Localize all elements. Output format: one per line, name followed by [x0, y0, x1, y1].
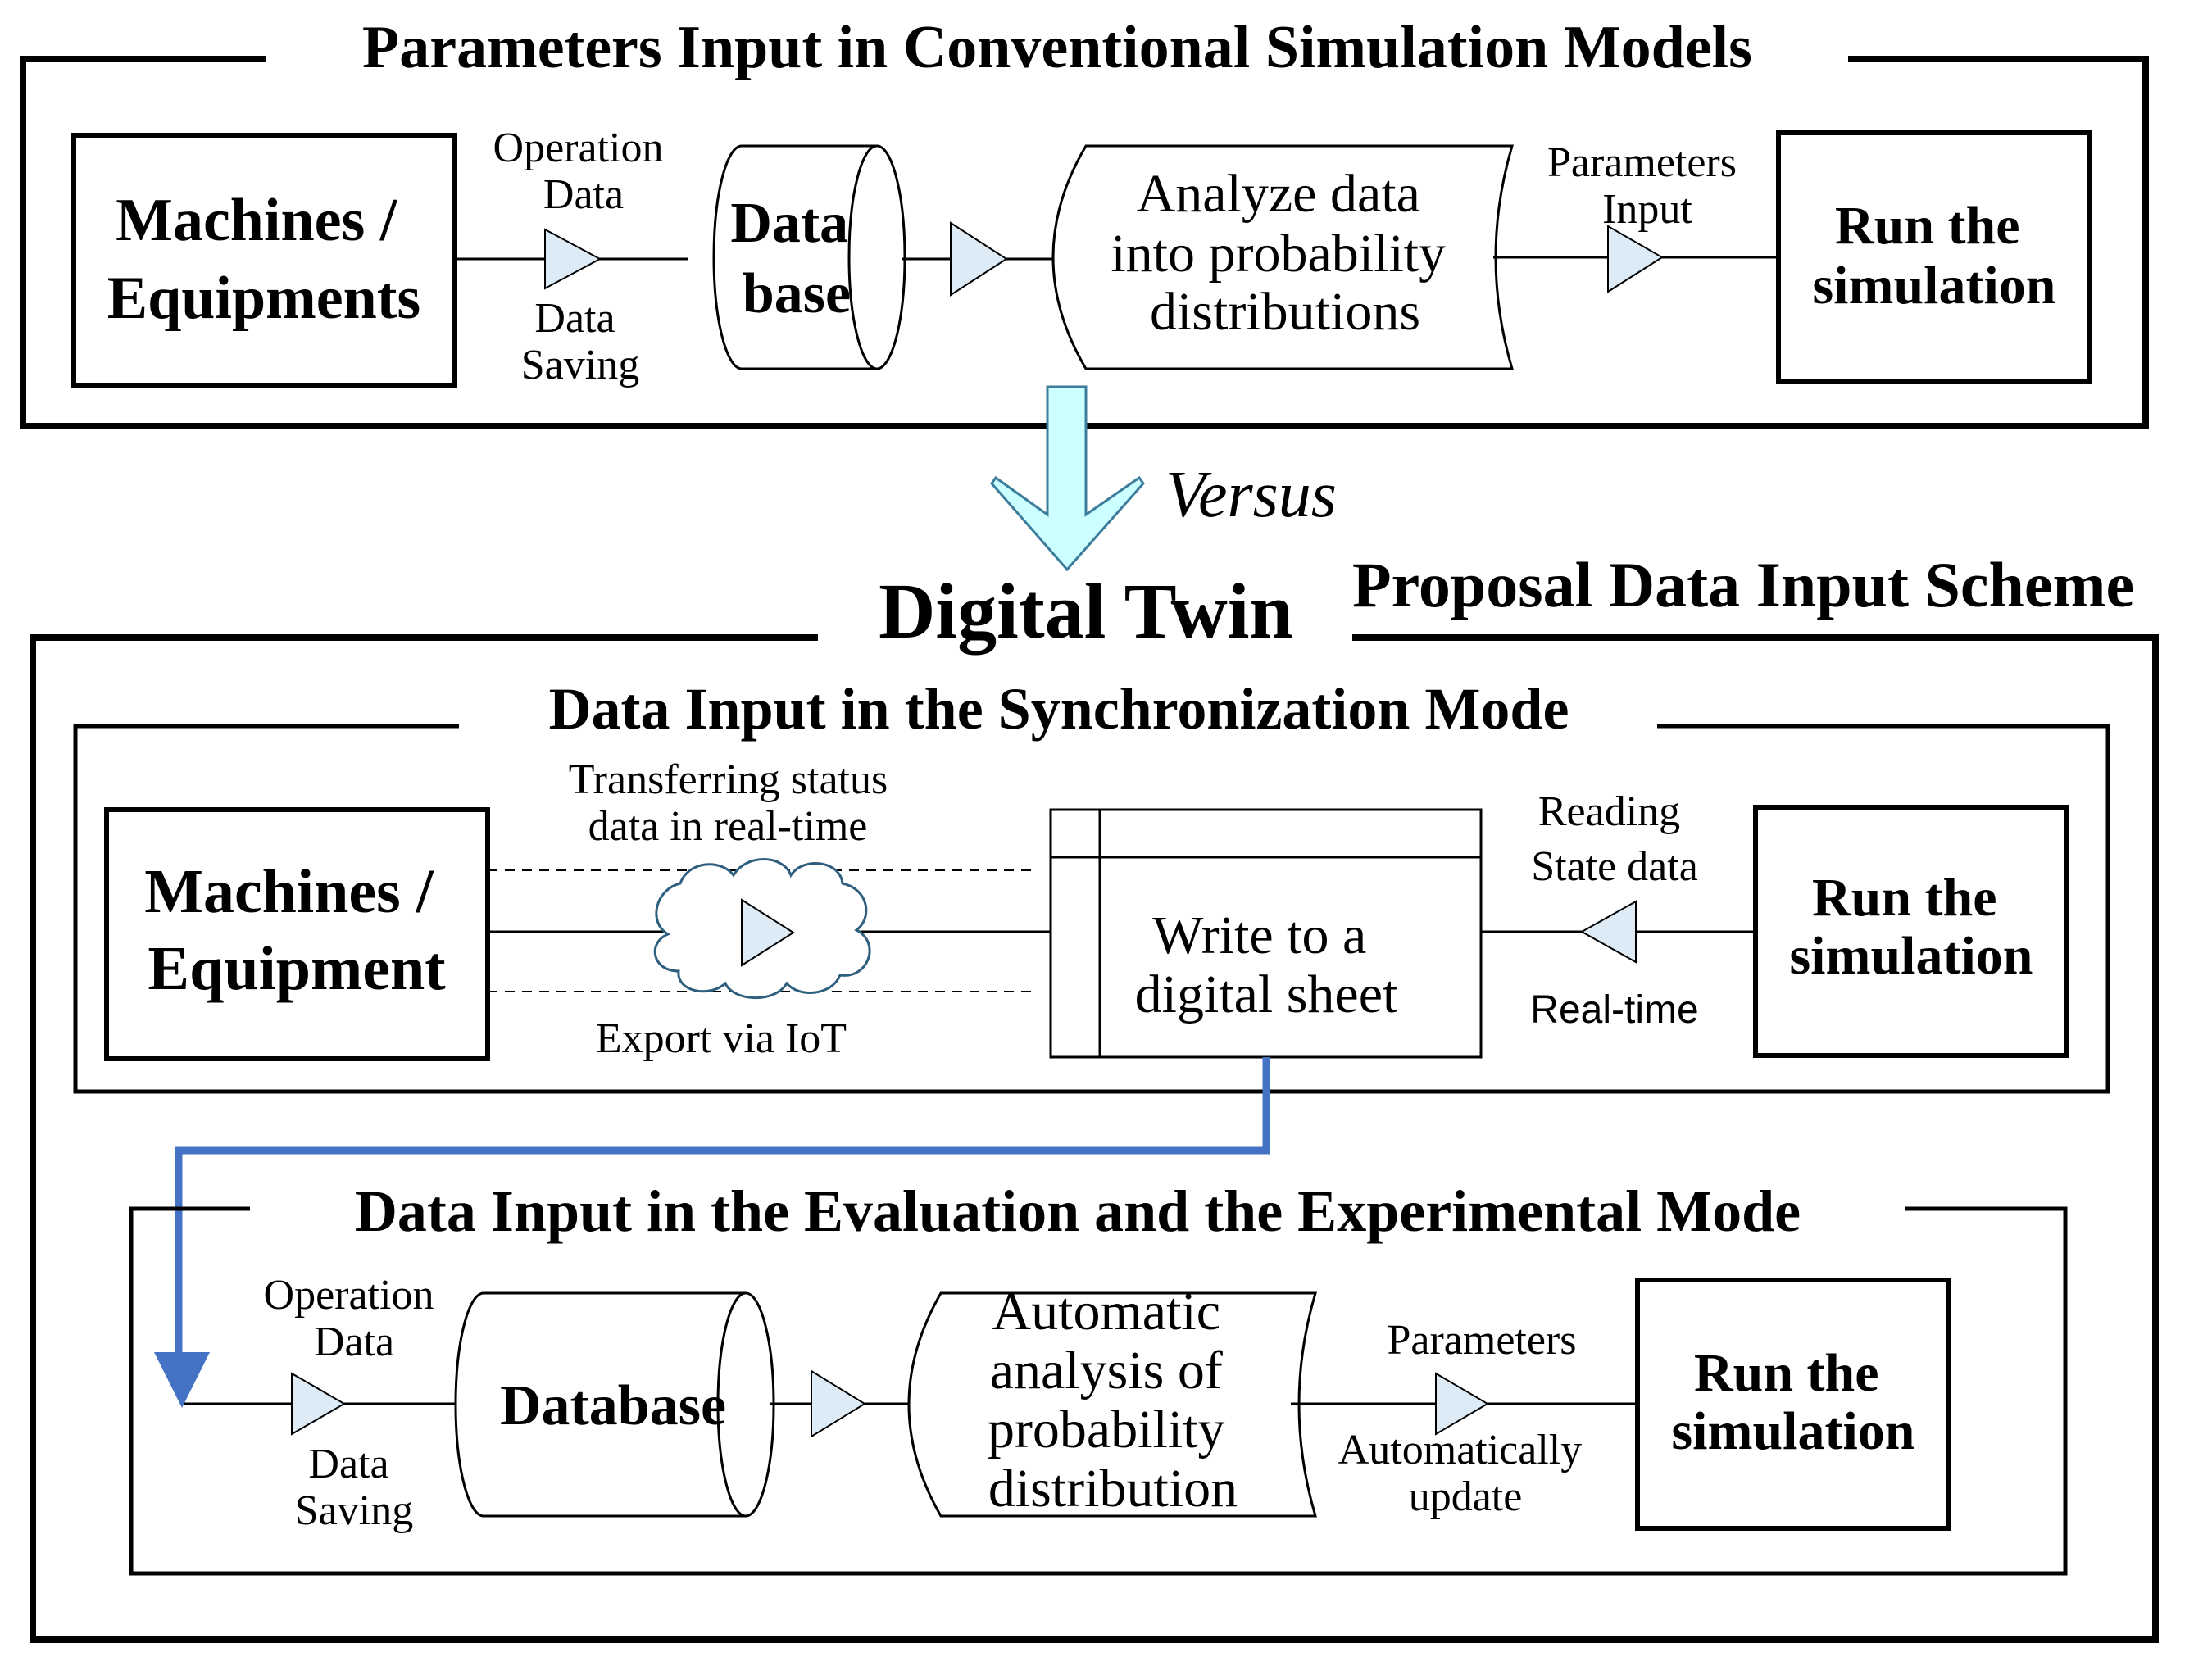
- eval-title: Data Input in the Evaluation and the Exp…: [355, 1178, 1801, 1244]
- eval-triangle-2: [811, 1369, 866, 1438]
- conv-triangle-2: [950, 221, 1008, 297]
- digital-twin-title: Digital Twin: [879, 567, 1293, 655]
- eval-parameters-label: Parameters: [1387, 1317, 1576, 1364]
- sync-triangle-2: [1579, 900, 1637, 964]
- eval-section: Data Input in the Evaluation and the Exp…: [129, 1178, 2068, 1576]
- sync-reading-label: Reading State data: [1531, 788, 1698, 890]
- sync-realtime-label: Real-time: [1530, 988, 1698, 1032]
- conventional-section: Parameters Input in Conventional Simulat…: [20, 14, 2149, 429]
- conv-data-saving: Data Saving: [521, 295, 639, 388]
- eval-triangle-1: [291, 1372, 346, 1436]
- sync-machines-label: Machines / Equipment: [144, 857, 449, 1003]
- versus-label: Versus: [1165, 459, 1337, 531]
- conv-triangle-3: [1607, 225, 1664, 293]
- digital-twin-frame: [30, 634, 2159, 1643]
- conv-database-label: Data base: [730, 192, 862, 325]
- conv-machines-label: Machines / Equipments: [107, 187, 420, 332]
- eval-operation-data: Operation Data: [264, 1272, 445, 1365]
- conv-triangle-1: [544, 228, 602, 290]
- conv-run-label: Run the simulation: [1812, 196, 2055, 315]
- sync-frame: [73, 724, 2110, 1094]
- sync-sheet-label: Write to a digital sheet: [1135, 906, 1398, 1024]
- conv-machines-box: [71, 133, 457, 388]
- sync-sheet-box: [1049, 808, 1483, 1059]
- eval-database-shape: [454, 1291, 775, 1518]
- eval-data-saving: Data Saving: [295, 1441, 413, 1534]
- conv-analyze-label: Analyze data into probability distributi…: [1111, 164, 1459, 342]
- eval-auto-update-label: Automatically update: [1338, 1427, 1592, 1520]
- eval-frame: [129, 1206, 2068, 1576]
- sync-to-eval-flow-arrow: [175, 1057, 1270, 1356]
- conv-database-shape: [712, 144, 906, 370]
- sync-transferring-label: Transferring status data in real-time: [569, 756, 899, 850]
- sync-export-label: Export via IoT: [596, 1015, 847, 1062]
- sync-title: Data Input in the Synchronization Mode: [549, 676, 1569, 742]
- eval-run-box: [1635, 1278, 1951, 1531]
- eval-database-label: Database: [500, 1374, 726, 1437]
- sync-triangle-1: [741, 898, 795, 967]
- proposal-title: Proposal Data Input Scheme: [1352, 549, 2134, 620]
- conv-analyze-shape: [1051, 144, 1515, 370]
- eval-triangle-3: [1435, 1372, 1489, 1436]
- sync-run-box: [1753, 805, 2069, 1058]
- sync-section: Data Input in the Synchronization Mode M…: [73, 676, 2110, 1094]
- versus-down-arrow: [990, 385, 1145, 572]
- sync-machines-box: [104, 807, 490, 1061]
- eval-run-label: Run the simulation: [1671, 1343, 1914, 1461]
- conv-run-box: [1776, 130, 2092, 384]
- sync-run-label: Run the simulation: [1789, 868, 2033, 986]
- digital-twin-section: Digital Twin Proposal Data Input Scheme …: [30, 549, 2159, 1643]
- conv-operation-data: Operation Data: [493, 125, 675, 218]
- conventional-title: Parameters Input in Conventional Simulat…: [362, 14, 1752, 81]
- eval-analysis-shape: [907, 1291, 1318, 1518]
- eval-analysis-label: Automatic analysis of probability distri…: [988, 1282, 1238, 1518]
- conv-parameters-input: Parameters Input: [1547, 139, 1747, 233]
- flow-arrowhead: [154, 1352, 210, 1408]
